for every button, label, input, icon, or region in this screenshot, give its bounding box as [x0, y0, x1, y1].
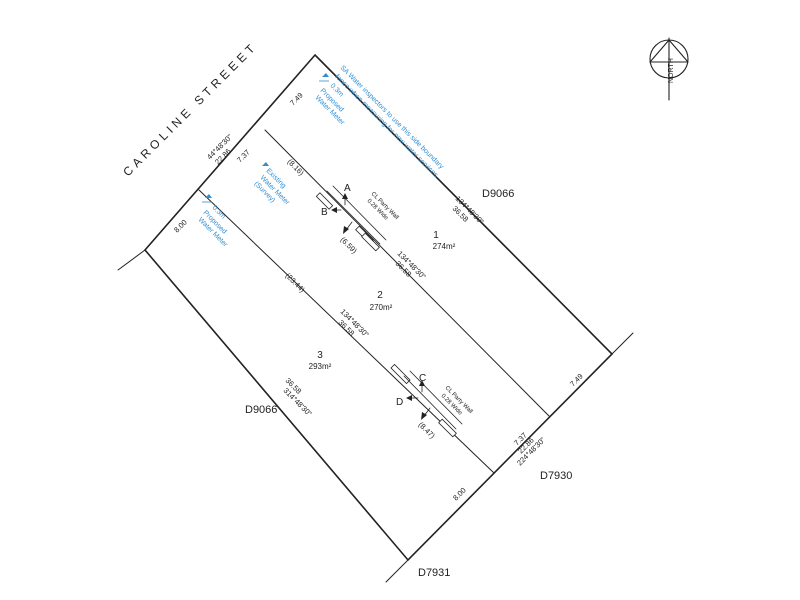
section-a: A [344, 183, 351, 194]
lot-2-area: 270m² [370, 303, 393, 312]
lot2-front-part-dim: (23.44) [284, 271, 308, 295]
lot-2-number: 2 [377, 290, 383, 301]
north-arrow-icon [649, 37, 689, 101]
front-lot3-dim: 8.00 [172, 218, 189, 235]
water-meter-icon [262, 162, 269, 166]
lot1-front-part-dim: (8.16) [286, 157, 307, 178]
party-wall-c-d [390, 363, 463, 438]
front-lot1-dim: 7.49 [288, 91, 305, 108]
lot1-lot2-boundary [264, 129, 550, 417]
sa-water-note-line2: fence when measuring for new water servi… [334, 73, 440, 179]
water-meter-icon [319, 73, 329, 82]
neighbour-d7931: D7931 [418, 567, 450, 579]
section-c: C [419, 373, 426, 384]
lot-1-area: 274m² [433, 242, 456, 251]
rear-lot3-dim: 8.00 [451, 486, 468, 503]
sa-water-note-line1: SA Water inspectors to use this side bou… [339, 64, 445, 170]
north-label: NORTH [668, 58, 675, 83]
water-meter-icon [202, 194, 212, 203]
lot-3-number: 3 [317, 350, 323, 361]
lot1-mid-dim: (6.59) [339, 235, 360, 256]
rear-lot1-dim: 7.49 [568, 372, 585, 389]
neighbour-d7930: D7930 [540, 470, 572, 482]
party-wall-a-b [315, 185, 387, 252]
lot-1-number: 1 [433, 230, 439, 241]
extension-line [385, 559, 409, 583]
extension-line [610, 332, 634, 356]
lot2-rear-part-dim: (8.47) [417, 420, 438, 441]
neighbour-d9066-left: D9066 [245, 404, 277, 416]
lot-3-area: 293m² [309, 362, 332, 371]
section-d: D [396, 397, 403, 408]
section-b: B [321, 207, 328, 218]
front-lot2-dim: 7.37 [235, 148, 252, 165]
extension-line [117, 249, 146, 271]
neighbour-d9066-right: D9066 [482, 188, 514, 200]
